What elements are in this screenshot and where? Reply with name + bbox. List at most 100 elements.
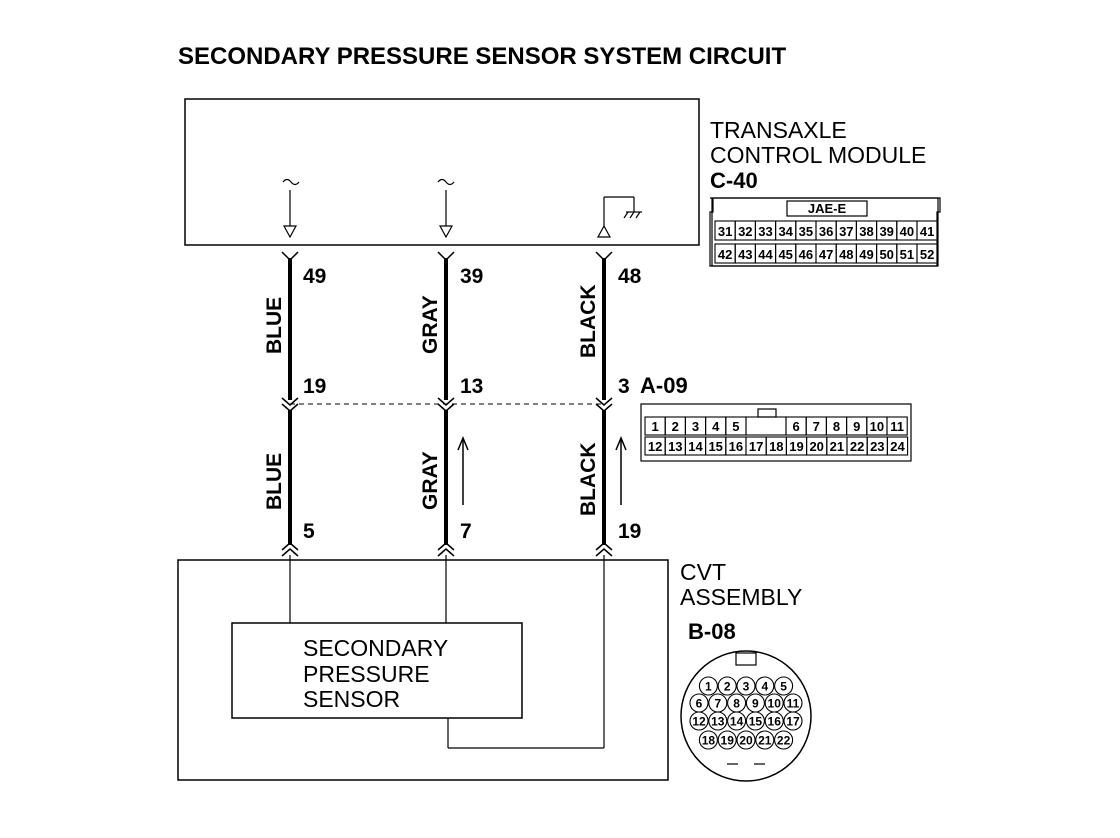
sensor-label-line3: SENSOR [303,686,400,712]
pin-number: 36 [819,224,833,239]
wire-3 [447,258,606,749]
pin-number: 20 [739,734,753,748]
pin-number: 16 [768,715,782,729]
pin-number: 15 [708,439,722,454]
pin-number: 34 [778,224,793,239]
tcm-ground-symbol [596,196,642,238]
pin-cell [916,220,938,241]
pin-number: 1 [705,680,712,694]
pin-number: 32 [738,224,752,239]
pin-number: 21 [758,734,772,748]
pin-number: 38 [859,224,873,239]
cvt-assembly-box [177,559,669,781]
pin-number: 17 [786,715,800,729]
pin-number: 35 [799,224,813,239]
pin-number: 52 [920,247,934,262]
a09-connector-id: A-09 [640,373,688,398]
pin-number: 40 [900,224,914,239]
pin-number: 45 [778,247,792,262]
pin-circle [745,711,765,731]
pin-circle [774,730,794,750]
pin-number: 24 [890,439,905,454]
pin-number: 6 [696,697,703,711]
pin-circle [783,711,803,731]
pin-number: 43 [738,247,752,262]
b08-terminal-chevrons [281,542,613,557]
tcm-pin-wire-1: 49 [303,265,326,288]
pin-number: 37 [839,224,853,239]
pin-number: 23 [870,439,884,454]
wire-1-lower-color: BLUE [263,453,286,510]
b08-pin-wire-3: 19 [618,520,641,543]
tcm-box [184,98,700,246]
pin-number: 8 [833,419,840,434]
a09-pin-wire-1: 19 [303,375,326,398]
pin-circle [689,711,709,731]
pin-number: 21 [830,439,844,454]
pin-number: 12 [648,439,662,454]
pin-number: 5 [780,680,787,694]
pin-number: 13 [711,715,725,729]
a09-pin-wire-2: 13 [460,375,483,398]
pin-cell [886,416,908,436]
pin-number: 19 [789,439,803,454]
tcm-name-line2: CONTROL MODULE [710,142,926,168]
tcm-pin-wire-2: 39 [460,265,483,288]
pin-number: 18 [769,439,783,454]
b08-connector-id: B-08 [688,619,736,644]
pin-number: 11 [787,697,800,711]
pin-number: 31 [718,224,732,239]
tcm-pin-wire-3: 48 [618,265,642,288]
pin-circle [717,730,737,750]
pin-cell [745,416,787,436]
pin-number: 39 [879,224,893,239]
pin-circle [736,730,756,750]
pin-number: 44 [758,247,773,262]
pin-circle [717,676,737,696]
pin-number: 9 [853,419,860,434]
pin-number: 11 [890,419,904,434]
diagram-title: SECONDARY PRESSURE SENSOR SYSTEM CIRCUIT [178,43,786,70]
pin-number: 14 [730,715,744,729]
pin-number: 48 [839,247,853,262]
tcm-terminal-chevrons [281,251,613,262]
pin-number: 16 [729,439,743,454]
a09-terminal-chevrons [281,397,613,412]
pin-number: 2 [724,680,731,694]
current-arrow-gray [457,436,469,505]
a09-pin-wire-3: 3 [618,375,630,398]
c40-connector-code: JAE-E [808,201,847,216]
pin-circle [755,730,775,750]
pin-number: 15 [749,715,763,729]
pin-number: 19 [721,734,735,748]
pin-number: 1 [651,419,658,434]
pin-number: 12 [692,715,706,729]
pin-number: 20 [809,439,823,454]
sensor-label-line1: SECONDARY [303,635,448,661]
wire-2-lower-color: GRAY [419,451,442,510]
pin-number: 10 [768,697,782,711]
pin-circle [774,676,794,696]
wire-1-upper-color: BLUE [263,297,286,354]
pin-cell [886,436,909,456]
pin-circle [736,676,756,696]
pin-circle [708,711,728,731]
pin-number: 4 [712,419,720,434]
pin-number: 17 [749,439,763,454]
pin-number: 7 [714,697,721,711]
wire-3-upper-color: BLACK [577,285,600,359]
sensor-label-line2: PRESSURE [303,661,430,687]
pin-number: 8 [733,697,740,711]
pin-number: 22 [850,439,864,454]
pin-number: 7 [813,419,820,434]
current-arrow-black [615,436,627,505]
pin-number: 14 [688,439,703,454]
pin-circle [764,711,784,731]
pin-circle [698,676,718,696]
